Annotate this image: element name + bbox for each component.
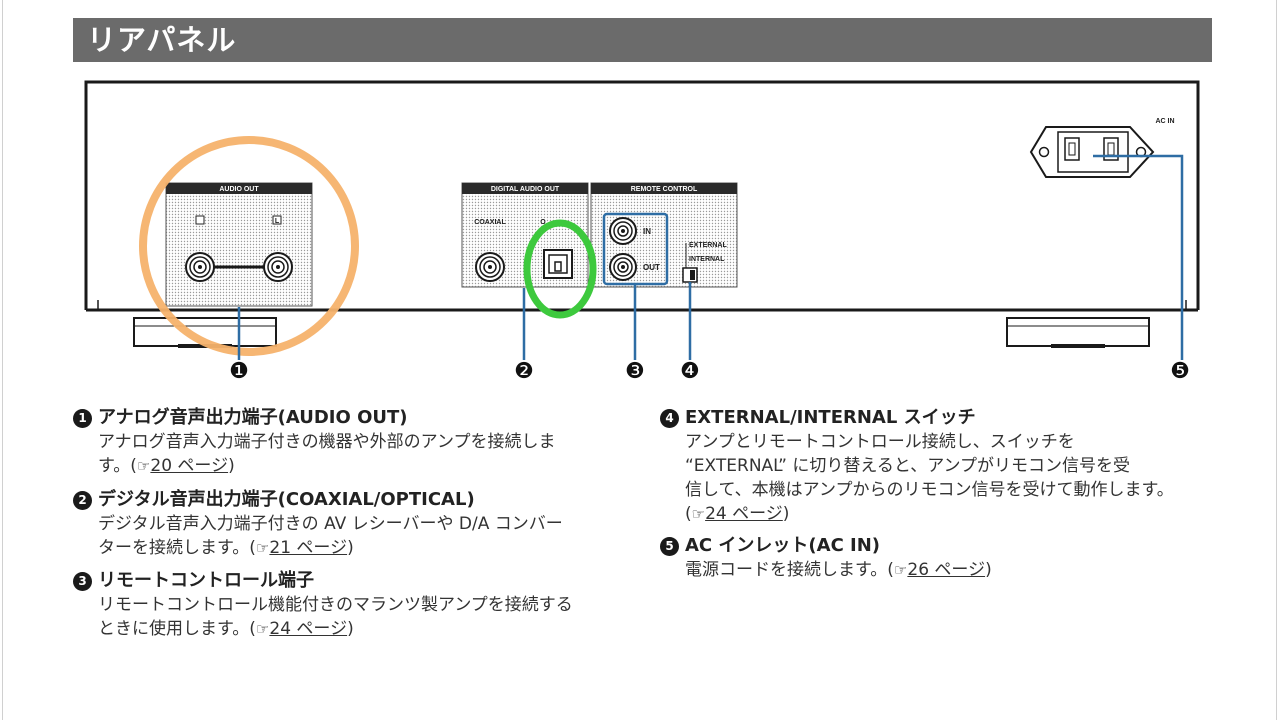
callout-2: ❷ xyxy=(514,359,534,384)
foot-right xyxy=(1006,317,1150,348)
item-2-description: 2 デジタル音声出力端子(COAXIAL/OPTICAL) デジタル音声入力端子付… xyxy=(73,488,633,560)
item-2-page-link[interactable]: 21 ページ xyxy=(269,538,348,558)
item-5-line-1: 電源コードを接続します。( xyxy=(685,560,894,580)
chassis xyxy=(84,80,1200,312)
remote-in-label: IN xyxy=(643,227,651,236)
callout-3: ❸ xyxy=(625,359,645,384)
page-border-left xyxy=(2,0,3,720)
remote-out-label: OUT xyxy=(643,263,660,272)
callout-5: ❺ xyxy=(1170,359,1190,384)
page-border-right xyxy=(1276,0,1277,720)
item-3-line-2: ときに使用します。( xyxy=(98,619,256,639)
item-5-page-link[interactable]: 26 ページ xyxy=(907,560,986,580)
section-title: リアパネル xyxy=(73,18,1212,62)
callout-4: ❹ xyxy=(680,359,700,384)
callout-1: ❶ xyxy=(229,359,249,384)
rear-panel-diagram: AUDIO OUT L DIGITAL AUDIO OUT COAXIAL O xyxy=(84,80,1200,384)
item-2-title: デジタル音声出力端子(COAXIAL/OPTICAL) xyxy=(98,489,475,510)
item-1-page-link[interactable]: 20 ページ xyxy=(150,456,229,476)
leader-lines xyxy=(237,154,1184,360)
remote-control-block: REMOTE CONTROL IN OUT EXTERNAL INTERNAL xyxy=(590,182,738,288)
item-4-line-3: 信して、本機はアンプからのリモコン信号を受けて動作します。 xyxy=(685,480,1174,500)
reference-hand-icon: ☞ xyxy=(255,620,270,638)
item-3-title: リモートコントロール端子 xyxy=(98,570,314,591)
audio-out-label: AUDIO OUT xyxy=(219,186,259,193)
item-4-line-4: ( xyxy=(685,504,692,524)
item-4-line-2: “EXTERNAL” に切り替えると、アンプがリモコン信号を受 xyxy=(685,456,1131,476)
item-4-title: EXTERNAL/INTERNAL スイッチ xyxy=(685,407,976,428)
item-1-title: アナログ音声出力端子(AUDIO OUT) xyxy=(98,407,408,428)
reference-hand-icon: ☞ xyxy=(893,561,908,579)
item-4-page-link[interactable]: 24 ページ xyxy=(705,504,783,524)
item-4-description: 4 EXTERNAL/INTERNAL スイッチ アンプとリモートコントロール接続… xyxy=(660,406,1240,526)
reference-hand-icon: ☞ xyxy=(691,505,706,523)
rca-jack-right xyxy=(185,252,215,282)
reference-hand-icon: ☞ xyxy=(136,457,151,475)
coaxial-label: COAXIAL xyxy=(474,219,506,226)
item-2-line-1: デジタル音声入力端子付きの AV レシーバーや D/A コンバー xyxy=(98,514,563,534)
remote-in-jack xyxy=(609,217,637,245)
item-5-number: 5 xyxy=(660,536,679,556)
item-4-number: 4 xyxy=(660,408,679,428)
audio-out-left-label: L xyxy=(275,218,280,225)
item-1-description: 1 アナログ音声出力端子(AUDIO OUT) アナログ音声入力端子付きの機器や外… xyxy=(73,406,633,478)
coaxial-jack xyxy=(475,252,505,282)
digital-audio-out-label: DIGITAL AUDIO OUT xyxy=(491,186,560,193)
item-3-description: 3 リモートコントロール端子 リモートコントロール機能付きのマランツ製アンプを接続… xyxy=(73,569,633,641)
ac-in-label: AC IN xyxy=(1155,118,1174,125)
ac-inlet: AC IN xyxy=(1029,118,1175,178)
external-internal-switch xyxy=(682,267,698,283)
reference-hand-icon: ☞ xyxy=(255,539,270,557)
remote-control-label: REMOTE CONTROL xyxy=(631,186,698,193)
optical-highlight-ring xyxy=(523,219,597,319)
rca-jack-left xyxy=(263,252,293,282)
audio-out-block: AUDIO OUT L xyxy=(165,182,313,307)
item-1-line-2: す。( xyxy=(98,456,137,476)
item-4-line-1: アンプとリモートコントロール接続し、スイッチを xyxy=(685,432,1075,452)
item-5-title: AC インレット(AC IN) xyxy=(685,535,881,556)
item-2-line-2: ターを接続します。( xyxy=(98,538,256,558)
item-3-number: 3 xyxy=(73,571,92,591)
optical-jack xyxy=(543,249,573,279)
item-3-line-1: リモートコントロール機能付きのマランツ製アンプを接続する xyxy=(98,595,573,615)
item-3-page-link[interactable]: 24 ページ xyxy=(269,619,348,639)
audio-out-highlight-ring xyxy=(139,136,359,356)
optical-label: O xyxy=(540,219,546,226)
item-1-number: 1 xyxy=(73,408,92,428)
item-2-number: 2 xyxy=(73,490,92,510)
remote-out-jack xyxy=(609,253,637,281)
internal-label: INTERNAL xyxy=(689,256,725,263)
external-label: EXTERNAL xyxy=(689,242,727,249)
item-1-line-1: アナログ音声入力端子付きの機器や外部のアンプを接続しま xyxy=(98,432,556,452)
